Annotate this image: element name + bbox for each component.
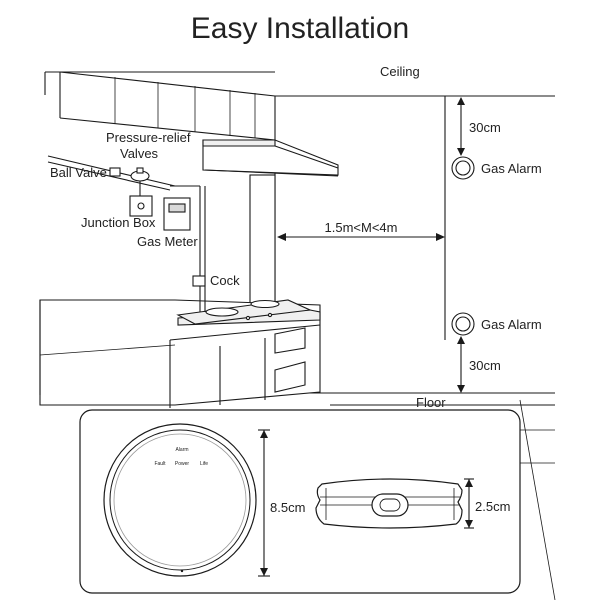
label-ceiling: Ceiling — [380, 64, 420, 79]
dimension-device-height — [464, 478, 474, 529]
label-junction-box: Junction Box — [81, 215, 156, 230]
ball-valve — [109, 167, 121, 177]
dimension-floor-gap — [457, 336, 465, 393]
label-pressure-relief: Pressure-relief — [106, 130, 191, 145]
cock — [192, 275, 206, 287]
dimension-distance — [277, 233, 445, 241]
device-life-label: Life — [200, 461, 208, 467]
dim-distance-text: 1.5m<M<4m — [325, 220, 398, 235]
junction-box — [129, 195, 153, 217]
label-gas-meter: Gas Meter — [137, 234, 198, 249]
gas-alarm-bottom — [451, 312, 475, 336]
label-ball-valve: Ball Valve — [50, 165, 107, 180]
label-gas-alarm-top: Gas Alarm — [481, 161, 542, 176]
gas-alarm-side-view — [315, 478, 463, 529]
cooktop — [176, 299, 313, 325]
label-cock: Cock — [210, 273, 240, 288]
dimension-device-diameter — [258, 429, 270, 577]
dim-device-height-text: 2.5cm — [475, 499, 510, 514]
pressure-relief-valve — [130, 167, 150, 182]
device-power-label: Power — [175, 461, 190, 467]
dimension-ceiling-gap — [457, 97, 465, 156]
label-valves: Valves — [120, 146, 159, 161]
room-structure — [44, 71, 556, 600]
kitchen-counter — [39, 299, 321, 408]
dim-device-diameter-text: 8.5cm — [270, 500, 305, 515]
label-gas-alarm-bottom: Gas Alarm — [481, 317, 542, 332]
gas-alarm-front-view — [103, 423, 257, 577]
device-fault-label: Fault — [154, 461, 166, 467]
dim-floor-gap-text: 30cm — [469, 358, 501, 373]
gas-meter — [163, 197, 191, 231]
range-hood — [202, 139, 339, 306]
diagram-title: Easy Installation — [191, 12, 409, 45]
label-floor: Floor — [416, 395, 446, 410]
device-alarm-label: Alarm — [175, 447, 188, 453]
gas-alarm-top — [451, 156, 475, 180]
dim-ceiling-gap-text: 30cm — [469, 120, 501, 135]
